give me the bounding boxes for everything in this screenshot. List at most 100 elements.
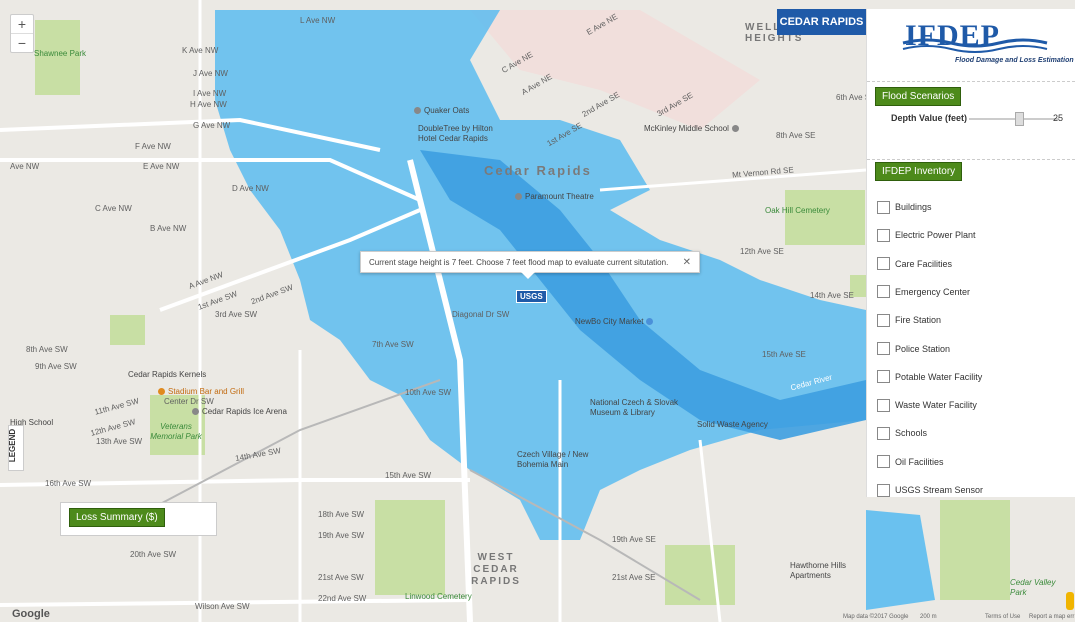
street-view-icon[interactable]: [1066, 592, 1074, 610]
street-18th-ave: 18th Ave SW: [318, 510, 365, 519]
label-cedar-rapids: Cedar Rapids: [484, 163, 592, 178]
street-l-ave: L Ave NW: [300, 16, 336, 25]
poi-doubletree: DoubleTree by Hilton Hotel Cedar Rapids: [418, 124, 493, 143]
flood-scenarios-header[interactable]: Flood Scenarios: [875, 87, 962, 106]
inventory-item[interactable]: Potable Water Facility: [877, 370, 982, 384]
inventory-item[interactable]: Police Station: [877, 342, 950, 356]
arena-icon: [192, 408, 199, 416]
poi-linwood: Linwood Cemetery: [405, 592, 472, 601]
poi-czech-museum: National Czech & Slovak Museum & Library: [590, 398, 679, 417]
label-shawnee-park: Shawnee Park: [34, 49, 87, 58]
inventory-item-label: Schools: [895, 428, 928, 439]
park-east: [850, 275, 868, 297]
inventory-checkbox[interactable]: [877, 200, 890, 214]
road-wilson: [0, 598, 471, 607]
street-8th-ave: 8th Ave SW: [26, 345, 68, 354]
poi-czech-village: Czech Village / New Bohemia Main: [517, 450, 589, 469]
inventory-item[interactable]: USGS Stream Sensor: [877, 483, 983, 497]
interstate-380: [407, 159, 473, 622]
inventory-checkbox[interactable]: [877, 483, 890, 497]
poi-high-school: High School: [10, 418, 54, 427]
inventory-checkbox[interactable]: [877, 342, 890, 355]
street-i-ave: I Ave NW: [193, 89, 227, 98]
street-12th-ave-se: 12th Ave SE: [740, 247, 784, 256]
inventory-checkbox[interactable]: [877, 426, 890, 440]
market-icon: [645, 318, 653, 326]
inventory-item-label: Police Station: [895, 343, 951, 354]
street-21st-ave-se: 21st Ave SE: [612, 573, 656, 582]
road-vertical-4: [698, 439, 722, 622]
street-9th-ave: 9th Ave SW: [35, 362, 77, 371]
street-h-ave: H Ave NW: [190, 100, 227, 109]
poi-oak-hill: Oak Hill Cemetery: [765, 206, 830, 215]
depth-slider[interactable]: [969, 112, 1059, 126]
inventory-item[interactable]: Fire Station: [877, 313, 941, 327]
poi-cedar-valley: Cedar Valley Park: [1010, 578, 1056, 597]
terms-link[interactable]: Terms of Use: [985, 614, 1021, 620]
inventory-header[interactable]: IFDEP Inventory: [875, 162, 963, 181]
loss-summary-button[interactable]: Loss Summary ($): [69, 508, 165, 527]
inventory-checkbox[interactable]: [877, 370, 890, 384]
poi-text: Cedar Rapids Ice Arena: [202, 407, 287, 416]
park-oak-hill: [785, 190, 865, 245]
poi-hawthorne: Hawthorne Hills Apartments: [790, 561, 847, 580]
road-first-ave: [159, 208, 421, 312]
inventory-item[interactable]: Oil Facilities: [877, 455, 944, 469]
rail-2: [469, 469, 701, 601]
poi-text: NewBo City Market: [575, 317, 644, 326]
street-19th-ave-se: 19th Ave SE: [612, 535, 656, 544]
city-badge: CEDAR RAPIDS: [777, 9, 866, 35]
inventory-item[interactable]: Emergency Center: [877, 285, 970, 299]
label-wellington-heights: WELL HEIGHTS: [745, 22, 804, 44]
google-logo: Google: [12, 608, 50, 620]
street-d-ave: D Ave NW: [232, 184, 269, 193]
label-west-cedar-rapids: WEST CEDAR RAPIDS: [471, 552, 521, 587]
depth-slider-handle[interactable]: [1014, 112, 1024, 126]
street-15th-ave-se: 15th Ave SE: [762, 350, 806, 359]
inventory-item-label: Care Facilities: [895, 258, 953, 269]
inventory-checkbox[interactable]: [877, 455, 890, 469]
road-f: [0, 117, 381, 152]
poi-text: Stadium Bar and Grill: [168, 387, 245, 396]
legend-tab[interactable]: LEGEND: [8, 425, 24, 471]
zoom-in-button[interactable]: +: [11, 15, 33, 34]
inventory-item-label: Electric Power Plant: [895, 230, 976, 241]
street-6th-ave-se: 6th Ave SE: [836, 93, 876, 102]
zoom-out-button[interactable]: −: [17, 35, 27, 51]
street-20th-ave: 20th Ave SW: [130, 550, 177, 559]
poi-ice-arena: Cedar Rapids Ice Arena: [192, 407, 287, 416]
inventory-item[interactable]: Care Facilities: [877, 257, 952, 271]
street-7th-ave: 7th Ave SW: [372, 340, 414, 349]
park-cedar-valley: [940, 500, 1010, 600]
poi-veterans: Veterans Memorial Park: [150, 422, 202, 441]
rail-1: [129, 379, 441, 521]
inventory-item[interactable]: Waste Water Facility: [877, 398, 977, 412]
theatre-icon: [515, 193, 522, 201]
inventory-item[interactable]: Electric Power Plant: [877, 228, 976, 242]
inventory-checkbox[interactable]: [877, 313, 890, 327]
street-g-ave: G Ave NW: [193, 121, 231, 130]
report-link[interactable]: Report a map err: [1029, 614, 1075, 620]
street-e-ave: E Ave NW: [143, 162, 180, 171]
inventory-item-label: Emergency Center: [895, 286, 971, 297]
popup-close-icon[interactable]: ✕: [682, 257, 691, 268]
control-panel: IFDEP Flood Damage and Loss Estimation F…: [866, 9, 1075, 497]
inventory-item-label: Waste Water Facility: [895, 400, 977, 411]
inventory-checkbox[interactable]: [877, 285, 890, 299]
poi-marker-icon: [414, 107, 421, 115]
park-small: [110, 315, 145, 345]
street-k-ave: K Ave NW: [182, 46, 219, 55]
inventory-item[interactable]: Buildings: [877, 200, 932, 214]
usgs-sensor-marker[interactable]: USGS: [516, 290, 547, 303]
poi-text: McKinley Middle School: [644, 124, 729, 133]
inventory-checkbox[interactable]: [877, 257, 890, 271]
inventory-item[interactable]: Schools: [877, 426, 927, 440]
inventory-checkbox[interactable]: [877, 398, 890, 412]
inventory-checkbox[interactable]: [877, 228, 890, 242]
map-scale[interactable]: 200 m: [920, 614, 937, 620]
park-linwood: [375, 500, 445, 595]
depth-value: 25: [1053, 113, 1064, 123]
street-f-ave: F Ave NW: [135, 142, 171, 151]
street-15th-ave: 15th Ave SW: [385, 471, 432, 480]
ifdep-logo: IFDEP Flood Damage and Loss Estimation: [867, 9, 1075, 82]
